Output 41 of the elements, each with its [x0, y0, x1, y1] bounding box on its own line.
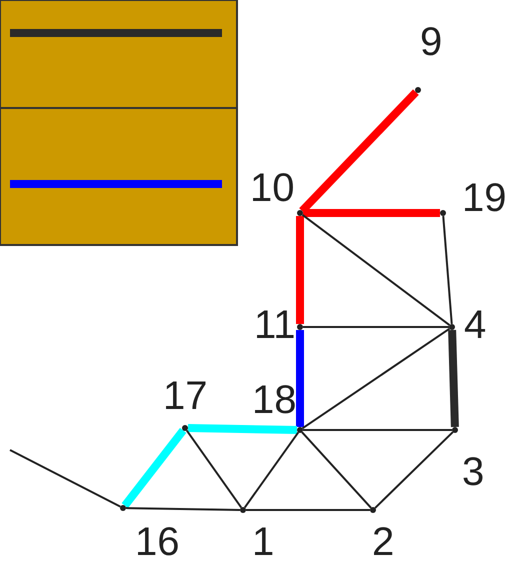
line: [246, 509, 370, 511]
vertex-label: 11: [254, 305, 296, 345]
vertex-label: 10: [250, 168, 294, 208]
vertex-label: 18: [252, 380, 296, 420]
vertex-label: 4: [464, 305, 486, 345]
vertex-label: 19: [462, 178, 506, 218]
vertex-point: [297, 324, 303, 330]
thick-line: [296, 216, 304, 324]
vertex-point: [297, 427, 303, 433]
vertex-point: [415, 87, 421, 93]
line: [303, 326, 449, 328]
vertex-label: 17: [163, 376, 208, 416]
vertex-point: [120, 505, 126, 511]
line: [302, 328, 450, 430]
vertex-label: 2: [372, 522, 394, 562]
thick-line: [299, 89, 419, 214]
vertex-point: [297, 210, 303, 216]
thick-line: [122, 428, 186, 508]
vertex-point: [240, 507, 246, 513]
vertex-point: [182, 425, 188, 431]
vertex-label: 16: [135, 522, 180, 562]
vertex-point: [452, 427, 458, 433]
line: [374, 431, 454, 509]
vertex-point: [370, 507, 376, 513]
vertex-point: [449, 324, 455, 330]
thick-line: [448, 330, 459, 428]
line: [10, 449, 121, 508]
line: [126, 507, 240, 511]
vertex-label: 1: [252, 522, 274, 562]
vertex-label: 9: [420, 22, 442, 62]
thick-line: [296, 330, 304, 427]
line: [302, 214, 450, 326]
vertex-label: 3: [462, 452, 484, 492]
line: [442, 216, 453, 324]
thick-line: [303, 209, 440, 217]
line: [244, 432, 300, 508]
thick-line: [188, 424, 298, 434]
line: [301, 432, 372, 508]
vertex-point: [440, 210, 446, 216]
line: [303, 429, 452, 431]
line: [186, 430, 242, 508]
